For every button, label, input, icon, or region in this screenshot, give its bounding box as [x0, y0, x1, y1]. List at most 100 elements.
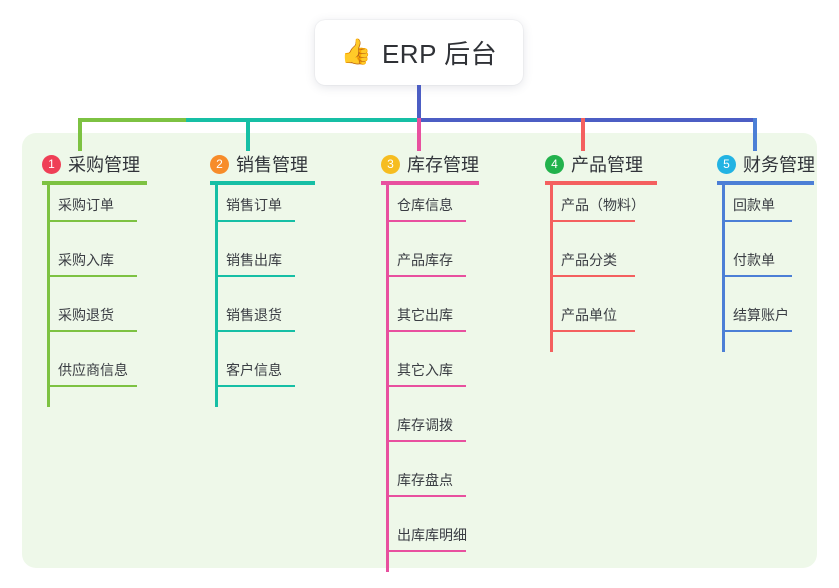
branch-item-label: 供应商信息 — [58, 362, 128, 378]
branch-item-rule — [47, 220, 137, 222]
branch-spine — [386, 181, 389, 572]
drop-connector-1 — [78, 118, 82, 151]
branch-item-rule — [550, 330, 635, 332]
root-node-label: ERP 后台 — [381, 39, 498, 69]
branch-header-4[interactable]: 4 产品管理 — [545, 151, 643, 177]
branch-header-rule — [210, 181, 315, 185]
branch-item[interactable]: 付款单 — [717, 222, 802, 277]
branch-item[interactable]: 其它出库 — [381, 277, 476, 332]
connector-bar-teal — [186, 118, 419, 122]
branch-spine — [47, 181, 50, 407]
branch-item-label: 结算账户 — [733, 307, 789, 323]
branch-item-label: 仓库信息 — [397, 197, 453, 213]
branch-header-rule — [42, 181, 147, 185]
branch-item-label: 出库库明细 — [397, 527, 467, 543]
branch-item-label: 其它出库 — [397, 307, 453, 323]
branch-item-rule — [722, 275, 792, 277]
branch-item-rule — [386, 440, 466, 442]
branch-item[interactable]: 结算账户 — [717, 277, 802, 332]
branch-item-rule — [722, 330, 792, 332]
branch-item[interactable]: 销售出库 — [210, 222, 305, 277]
branch-title: 财务管理 — [743, 155, 815, 175]
branch-number-badge: 5 — [717, 154, 736, 174]
branch-item[interactable]: 产品库存 — [381, 222, 476, 277]
drop-connector-4 — [581, 118, 585, 151]
drop-connector-3 — [417, 118, 421, 151]
branch-item-label: 采购订单 — [58, 197, 114, 213]
branch-title: 销售管理 — [236, 155, 308, 175]
branch-item-rule — [47, 275, 137, 277]
branch-header-5[interactable]: 5 财务管理 — [717, 151, 815, 177]
branch-item[interactable]: 产品分类 — [545, 222, 645, 277]
branch-item-label: 客户信息 — [226, 362, 282, 378]
branch-number-badge: 4 — [545, 154, 564, 174]
branch-item-rule — [550, 220, 635, 222]
branch-item-label: 产品库存 — [397, 252, 453, 268]
branch-item[interactable]: 产品单位 — [545, 277, 645, 332]
branch-header-rule — [545, 181, 657, 185]
root-node[interactable]: 👍 ERP 后台 — [315, 20, 523, 85]
branch-item-rule — [47, 330, 137, 332]
branch-header-2[interactable]: 2 销售管理 — [210, 151, 308, 177]
branch-item-rule — [386, 220, 466, 222]
branch-item[interactable]: 客户信息 — [210, 332, 305, 387]
branch-title: 库存管理 — [407, 155, 479, 175]
branch-item-rule — [386, 330, 466, 332]
branch-item[interactable]: 销售订单 — [210, 167, 305, 222]
branch-item[interactable]: 库存盘点 — [381, 442, 476, 497]
branch-item-label: 产品单位 — [561, 307, 617, 323]
thumbs-up-icon: 👍 — [340, 38, 372, 66]
branch-item-label: 付款单 — [733, 252, 775, 268]
branch-number-badge: 2 — [210, 154, 229, 174]
root-stem-connector — [417, 85, 421, 118]
branch-header-rule — [717, 181, 814, 185]
branch-item-label: 产品（物料） — [561, 197, 645, 213]
branch-title: 产品管理 — [571, 155, 643, 175]
branch-item[interactable]: 回款单 — [717, 167, 802, 222]
branch-item[interactable]: 其它入库 — [381, 332, 476, 387]
branch-item-rule — [550, 275, 635, 277]
branch-number-badge: 3 — [381, 154, 400, 174]
connector-bar-green — [78, 118, 188, 122]
branch-item-rule — [215, 330, 295, 332]
branch-item-rule — [386, 495, 466, 497]
branch-item-rule — [722, 220, 792, 222]
branch-spine — [550, 181, 553, 352]
branch-item-rule — [47, 385, 137, 387]
branch-item-label: 其它入库 — [397, 362, 453, 378]
connector-bar-blue-right — [697, 118, 757, 122]
branch-title: 采购管理 — [68, 155, 140, 175]
branch-item-rule — [386, 550, 466, 552]
branch-item[interactable]: 采购退货 — [42, 277, 147, 332]
branch-item-rule — [386, 275, 466, 277]
branch-item-label: 采购入库 — [58, 252, 114, 268]
connector-bar-blue — [417, 118, 699, 122]
branch-item[interactable]: 销售退货 — [210, 277, 305, 332]
branch-item[interactable]: 产品（物料） — [545, 167, 645, 222]
branch-item-label: 销售订单 — [226, 197, 282, 213]
branch-item[interactable]: 采购订单 — [42, 167, 147, 222]
branch-header-rule — [381, 181, 479, 185]
branch-item[interactable]: 供应商信息 — [42, 332, 147, 387]
branch-item[interactable]: 仓库信息 — [381, 167, 476, 222]
branch-item-label: 库存调拨 — [397, 417, 453, 433]
branch-item[interactable]: 采购入库 — [42, 222, 147, 277]
branch-item-label: 回款单 — [733, 197, 775, 213]
branch-item-label: 采购退货 — [58, 307, 114, 323]
branch-item-rule — [215, 385, 295, 387]
branch-item-label: 产品分类 — [561, 252, 617, 268]
drop-connector-5 — [753, 118, 757, 151]
branch-header-3[interactable]: 3 库存管理 — [381, 151, 479, 177]
branch-item[interactable]: 库存调拨 — [381, 387, 476, 442]
branch-item[interactable]: 出库库明细 — [381, 497, 476, 552]
branch-item-label: 销售退货 — [226, 307, 282, 323]
branch-spine — [215, 181, 218, 407]
branch-item-label: 库存盘点 — [397, 472, 453, 488]
branch-spine — [722, 181, 725, 352]
branch-header-1[interactable]: 1 采购管理 — [42, 151, 140, 177]
branch-item-rule — [215, 220, 295, 222]
branch-item-rule — [215, 275, 295, 277]
branch-item-label: 销售出库 — [226, 252, 282, 268]
branch-number-badge: 1 — [42, 154, 61, 174]
